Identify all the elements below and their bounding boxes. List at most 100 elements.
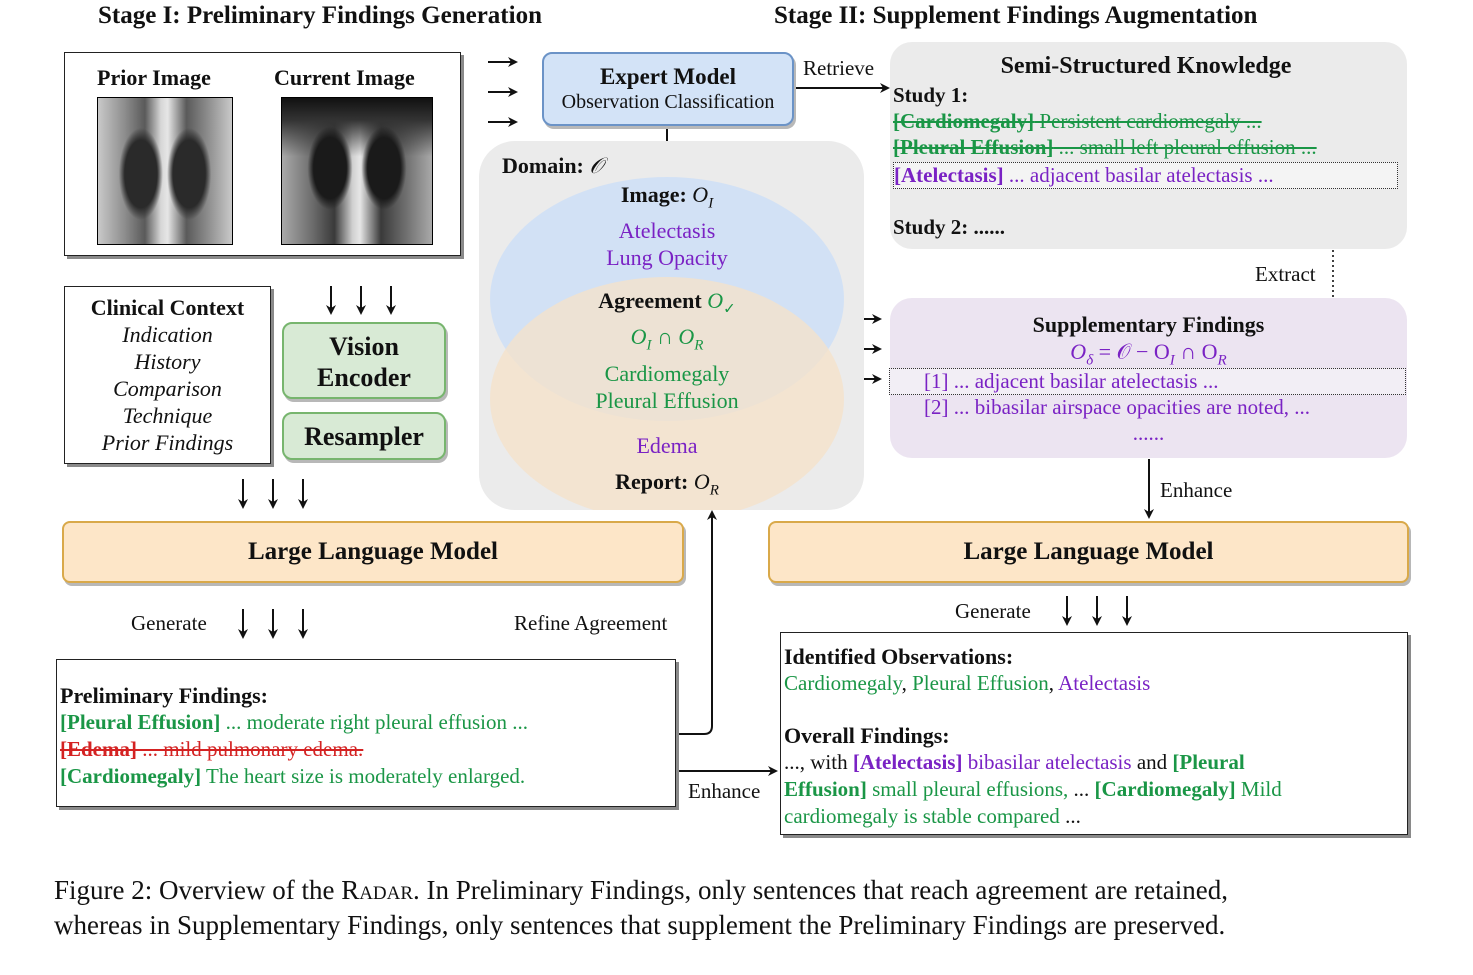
supplementary-formula: Oδ = 𝒪 − OI ∩ OR bbox=[890, 339, 1407, 369]
llm-left-block: Large Language Model bbox=[62, 521, 684, 583]
extract-label: Extract bbox=[1255, 262, 1316, 286]
overall-findings-line1: ..., with [Atelectasis] bibasilar atelec… bbox=[784, 749, 1407, 776]
study2-label: Study 2: ...... bbox=[893, 215, 1006, 239]
stage2-title: Stage II: Supplement Findings Augmentati… bbox=[774, 2, 1258, 29]
prior-xray-image bbox=[97, 97, 233, 245]
output-findings-box: Identified Observations: Cardiomegaly, P… bbox=[780, 632, 1408, 835]
knowledge-tag: [Cardiomegaly] bbox=[893, 109, 1035, 133]
overall-text-pleural: small pleural effusions, bbox=[866, 777, 1069, 801]
intersection-r: R bbox=[694, 337, 704, 354]
supplementary-panel: Supplementary Findings Oδ = 𝒪 − OI ∩ OR … bbox=[889, 298, 1407, 458]
report-label-text: Report: bbox=[615, 469, 689, 494]
caption-text: Figure 2: Overview of the bbox=[54, 875, 342, 905]
intersection-op: ∩ bbox=[656, 324, 673, 350]
refine-agreement-label: Refine Agreement bbox=[514, 611, 668, 635]
resampler-block: Resampler bbox=[282, 412, 446, 460]
image-item: Atelectasis bbox=[618, 218, 716, 244]
preliminary-findings-box: Preliminary Findings: [Pleural Effusion]… bbox=[56, 659, 676, 807]
context-to-llm-arrows bbox=[238, 479, 308, 509]
supplementary-more: ...... bbox=[1132, 421, 1165, 445]
preliminary-text: The heart size is moderately enlarged. bbox=[201, 764, 526, 788]
formula-rest: = 𝒪 − O bbox=[1093, 339, 1170, 364]
intersection-o2: O bbox=[678, 324, 695, 350]
caption-line1: Figure 2: Overview of the Radar. In Prel… bbox=[54, 873, 1454, 908]
image-set: Image: OI Atelectasis Lung Opacity bbox=[479, 181, 855, 271]
identified-observations-list: Cardiomegaly, Pleural Effusion, Atelecta… bbox=[784, 670, 1407, 697]
domain-label: Domain: 𝒪 bbox=[502, 153, 603, 179]
agreement-label-text: Agreement bbox=[598, 288, 702, 313]
supplementary-item: [2] ... bibasilar airspace opacities are… bbox=[924, 395, 1311, 419]
observation-atelectasis: Atelectasis bbox=[1058, 671, 1151, 695]
knowledge-line-atelectasis: [Atelectasis] ... adjacent basilar atele… bbox=[893, 162, 1398, 189]
expert-model-title: Expert Model bbox=[599, 64, 737, 89]
caption-text: . In Preliminary Findings, only sentence… bbox=[413, 875, 1229, 905]
overall-tag-pleural: [Pleural bbox=[1172, 750, 1245, 774]
caption-radar: Radar bbox=[341, 875, 414, 905]
supplementary-item: [1] ... adjacent basilar atelectasis ... bbox=[889, 368, 1406, 395]
knowledge-title: Semi-Structured Knowledge bbox=[1000, 53, 1292, 79]
retrieve-label: Retrieve bbox=[803, 56, 875, 80]
domain-panel: Domain: 𝒪 Image: OI Atelectasis Lung Opa… bbox=[479, 141, 864, 510]
clinical-context-list: Indication History Comparison Technique … bbox=[65, 321, 270, 456]
agreement-sub: ✓ bbox=[723, 301, 736, 318]
preliminary-tag: [Cardiomegaly] bbox=[60, 764, 202, 788]
supplementary-title: Supplementary Findings bbox=[1032, 312, 1265, 337]
expert-model-subtitle: Observation Classification bbox=[561, 91, 775, 113]
overall-text: ... bbox=[1059, 804, 1081, 828]
image-panel: Prior Image Current Image bbox=[64, 52, 461, 256]
overall-findings-line2: Effusion] small pleural effusions, ... [… bbox=[784, 776, 1407, 803]
stage1-title: Stage I: Preliminary Findings Generation bbox=[98, 2, 542, 29]
clinical-item: History bbox=[134, 349, 201, 374]
preliminary-line-pleural: [Pleural Effusion] ... moderate right pl… bbox=[60, 709, 675, 736]
clinical-item: Prior Findings bbox=[101, 430, 234, 455]
observation-cardiomegaly: Cardiomegaly bbox=[784, 671, 902, 695]
knowledge-text: ... adjacent basilar atelectasis ... bbox=[1003, 163, 1274, 187]
knowledge-text: ... small left pleural effusion ... bbox=[1053, 135, 1317, 159]
formula-o: O bbox=[1070, 339, 1087, 364]
agreement-set: Agreement O✓ OI ∩ OR Cardiomegaly Pleura… bbox=[479, 287, 855, 414]
llm-right-block: Large Language Model bbox=[768, 521, 1409, 583]
preliminary-text: ... moderate right pleural effusion ... bbox=[220, 710, 528, 734]
input-arrows-expert bbox=[488, 57, 518, 127]
overall-tag-cardiomegaly: [Cardiomegaly] bbox=[1094, 777, 1236, 801]
clinical-item: Comparison bbox=[113, 376, 222, 401]
generate-right-arrows bbox=[1062, 596, 1132, 626]
observation-separator: , bbox=[1048, 671, 1059, 695]
current-image-label: Current Image bbox=[274, 65, 415, 90]
agreement-item: Cardiomegaly bbox=[604, 360, 730, 386]
formula-cap: ∩ O bbox=[1174, 339, 1218, 364]
figure-caption: Figure 2: Overview of the Radar. In Prel… bbox=[54, 873, 1454, 943]
refine-agreement-arrow bbox=[676, 510, 717, 735]
generate-left-label: Generate bbox=[131, 611, 207, 635]
report-item: Edema bbox=[636, 433, 698, 458]
intersection-i: I bbox=[646, 337, 652, 354]
domain-symbol: 𝒪 bbox=[589, 153, 604, 178]
agreement-item: Pleural Effusion bbox=[595, 387, 739, 413]
agreement-label: Agreement O✓ bbox=[479, 287, 855, 323]
overall-text-atelectasis: bibasilar atelectasis bbox=[962, 750, 1132, 774]
preliminary-line-edema: [Edema] ... mild pulmonary edema. bbox=[60, 736, 675, 763]
knowledge-line-pleural: [Pleural Effusion] ... small left pleura… bbox=[893, 135, 1317, 160]
overall-text: and bbox=[1131, 750, 1173, 774]
caption-line2: whereas in Supplementary Findings, only … bbox=[54, 910, 1226, 940]
clinical-context-title: Clinical Context bbox=[90, 295, 245, 320]
report-sub: R bbox=[709, 482, 719, 499]
overall-text-cardiomegaly: Mild bbox=[1235, 777, 1282, 801]
agreement-symbol: O bbox=[707, 288, 724, 313]
observation-separator: , bbox=[901, 671, 913, 695]
domain-label-text: Domain: bbox=[502, 153, 584, 178]
prior-image-label: Prior Image bbox=[97, 65, 211, 90]
preliminary-tag: [Edema] bbox=[60, 737, 137, 761]
formula-delta: δ bbox=[1086, 352, 1094, 369]
observation-pleural-effusion: Pleural Effusion bbox=[912, 671, 1049, 695]
formula-r: R bbox=[1217, 352, 1227, 369]
enhance-top-label: Enhance bbox=[1160, 478, 1233, 502]
report-set: Edema Report: OR bbox=[479, 428, 855, 508]
report-set-ellipse bbox=[490, 277, 844, 510]
preliminary-tag: [Pleural Effusion] bbox=[60, 710, 221, 734]
knowledge-panel: Semi-Structured Knowledge Study 1: [Card… bbox=[890, 42, 1407, 249]
enhance-bottom-label: Enhance bbox=[688, 779, 761, 803]
report-set-label: Report: OR bbox=[479, 464, 855, 508]
clinical-item: Indication bbox=[122, 322, 213, 347]
